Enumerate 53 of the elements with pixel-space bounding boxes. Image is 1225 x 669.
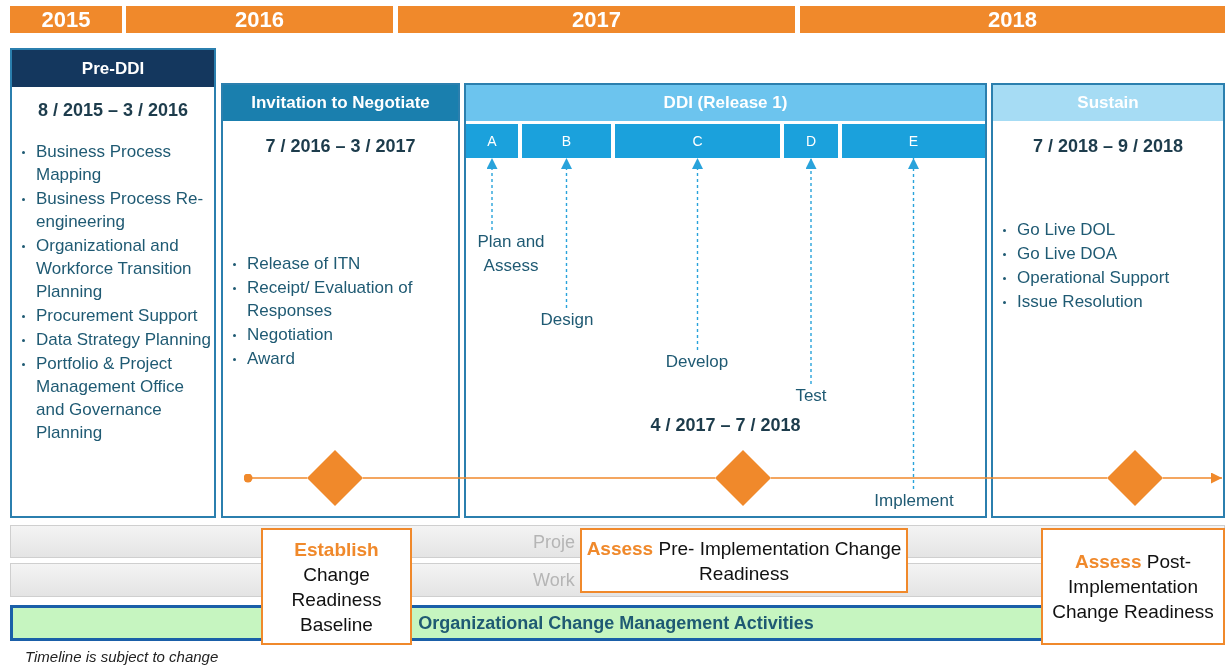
arrow (692, 157, 703, 351)
bullet-item: Receipt/ Evaluation of Responses (225, 276, 455, 322)
arrow (805, 157, 817, 385)
stage-label: Implement (860, 489, 968, 513)
note-text: Timeline is subject to change (25, 648, 219, 665)
phase-header: Sustain (993, 85, 1223, 121)
stage-label: Plan and Assess (466, 230, 556, 280)
phase-header: Pre-DDI (12, 50, 214, 87)
bullet-item: Data Strategy Planning (14, 328, 214, 351)
arrow (908, 157, 919, 490)
year-bar: 2016 (126, 6, 393, 33)
bullet-item: Portfolio & Project Management Office and Governance Planning (14, 352, 214, 444)
phase-tab: C (615, 124, 780, 158)
phase-tab: A (466, 124, 518, 158)
phase-tab: B (522, 124, 611, 158)
timeline-arrow (1162, 472, 1223, 484)
bullet-item: Operational Support (995, 266, 1220, 289)
year-bar: 2015 (10, 6, 122, 33)
date-range: 4 / 2017 – 7 / 2018 (649, 415, 802, 436)
milestone-diamond (307, 450, 363, 506)
bullet-item: Business Process Mapping (14, 140, 214, 186)
phase-tab: E (842, 124, 985, 158)
milestone-callout-tooltip: Establish Change Readiness Baseline (261, 528, 412, 645)
phase-panel (991, 83, 1225, 518)
year-bar: 2018 (800, 6, 1225, 33)
bullet-item: Award (225, 347, 455, 370)
phase-panel (221, 83, 460, 518)
stage-label: Develop (650, 350, 744, 374)
bullet-item: Procurement Support (14, 304, 214, 327)
milestone-callout-tooltip: Assess Pre- Implementation Change Readiness (580, 528, 908, 593)
phase-panel (10, 48, 216, 518)
stage-label: Test (786, 384, 836, 408)
bullet-item: Negotiation (225, 323, 455, 346)
phase-tab: D (784, 124, 838, 158)
milestone-diamond (715, 450, 771, 506)
bullet-item: Go Live DOL (995, 218, 1220, 241)
date-range: 8 / 2015 – 3 / 2016 (36, 100, 190, 121)
phase-header: DDI (Release 1) (466, 85, 985, 121)
date-range: 7 / 2016 – 3 / 2017 (264, 136, 417, 157)
milestone-callout-tooltip: Assess Post- Implementation Change Readiness (1041, 528, 1225, 645)
arrow (561, 157, 572, 309)
bullet-item: Go Live DOA (995, 242, 1220, 265)
phase-header: Invitation to Negotiate (223, 85, 458, 121)
bullet-item: Organizational and Workforce Transition Planning (14, 234, 214, 303)
arrow (486, 157, 498, 231)
year-bar: 2017 (398, 6, 795, 33)
date-range: 7 / 2018 – 9 / 2018 (1031, 136, 1185, 157)
bullet-item: Business Process Re-engineering (14, 187, 214, 233)
bullet-item: Issue Resolution (995, 290, 1220, 313)
stage-label: Design (527, 308, 607, 332)
bullet-item: Release of ITN (225, 252, 455, 275)
phase-panel (464, 83, 987, 518)
milestone-diamond (1107, 450, 1163, 506)
